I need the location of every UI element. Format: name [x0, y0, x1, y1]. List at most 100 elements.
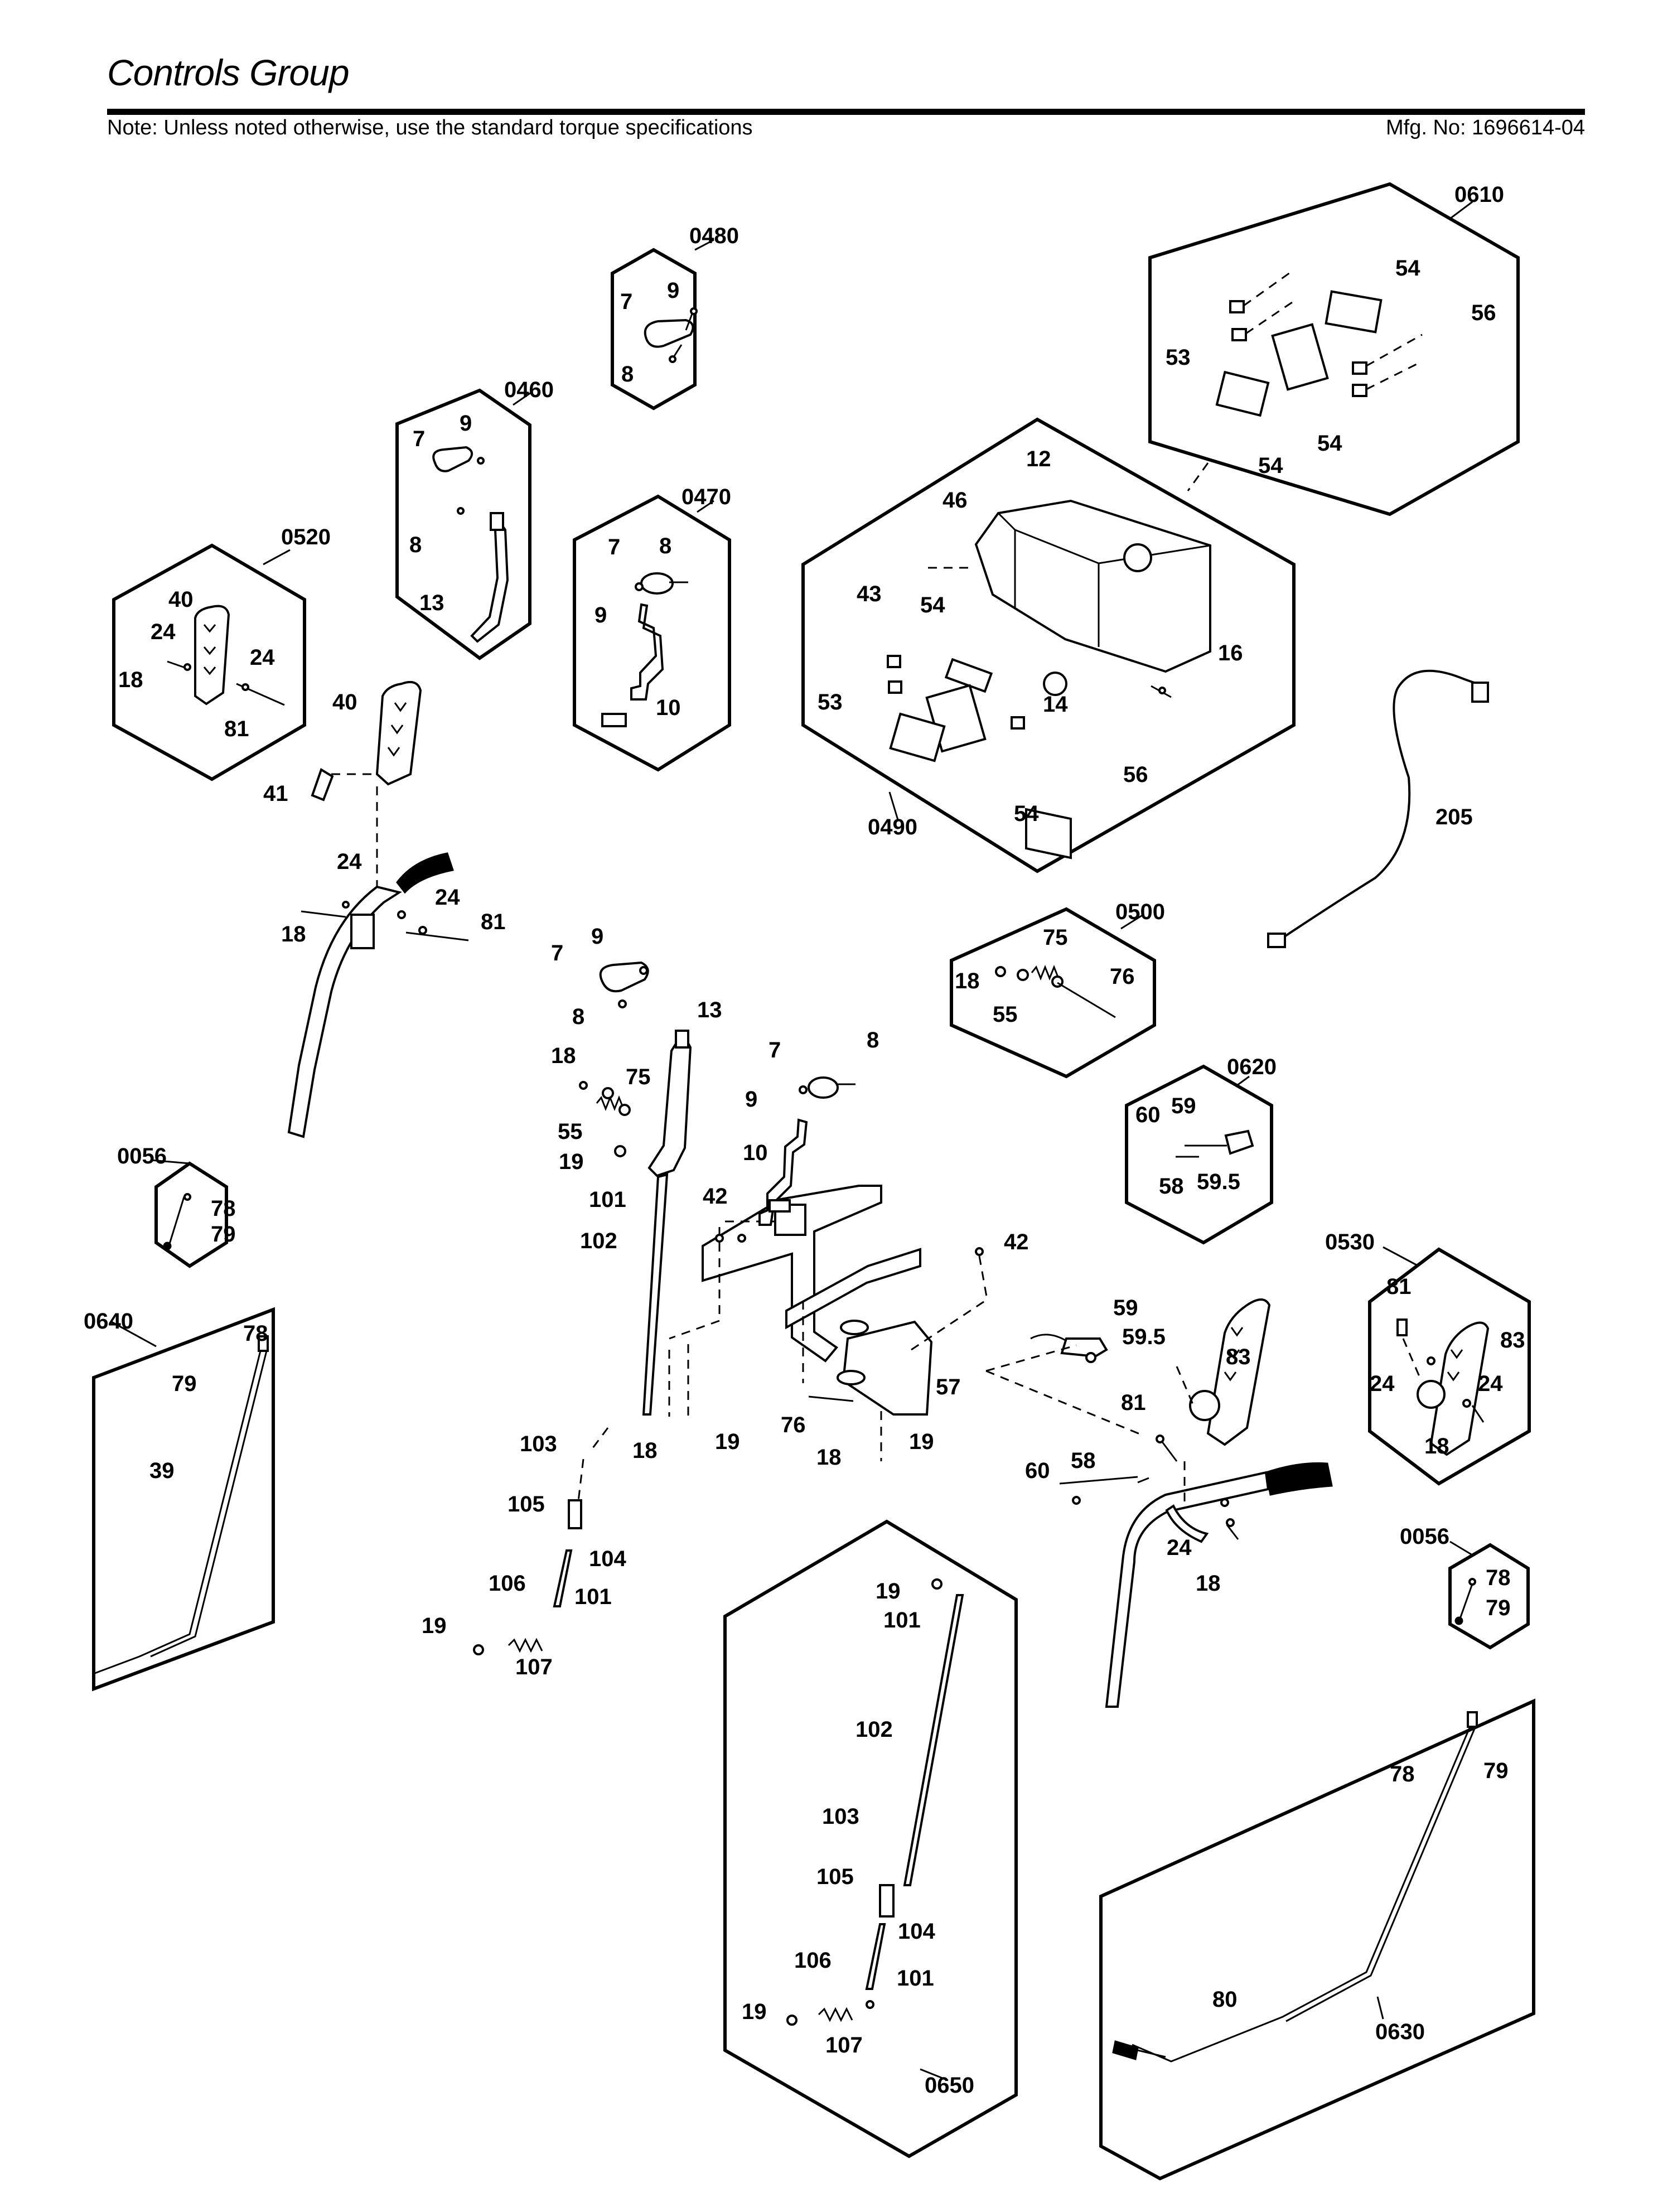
part-label: 56 — [1471, 301, 1496, 325]
group-frame-0490 — [801, 417, 1296, 873]
part-label: 42 — [1004, 1230, 1029, 1254]
part-label: 8 — [572, 1004, 584, 1029]
part-label: 81 — [481, 910, 506, 934]
part-label: 41 — [263, 781, 288, 806]
part-label: 16 — [1218, 641, 1243, 665]
part-label: 9 — [594, 603, 607, 627]
part-label: 19 — [715, 1429, 740, 1454]
part-label: 40 — [332, 690, 357, 714]
part-label: 101 — [883, 1608, 921, 1633]
group-label: 0490 — [868, 815, 917, 839]
part-label: 7 — [620, 289, 632, 314]
part-label: 12 — [1026, 447, 1051, 471]
cable-0640 — [94, 1335, 269, 1674]
group-frame-0460 — [395, 388, 531, 660]
part-label: 59 — [1113, 1296, 1138, 1320]
cable-clip-0056-right — [1454, 1578, 1476, 1625]
group-frame-0520 — [112, 543, 306, 781]
part-label: 54 — [1395, 256, 1420, 281]
part-label: 59 — [1171, 1094, 1196, 1118]
group-frame-0610 — [1148, 182, 1520, 516]
group-frame-0620 — [1125, 1064, 1273, 1245]
part-label: 24 — [1167, 1535, 1192, 1560]
part-label: 79 — [172, 1371, 197, 1396]
part-label: 81 — [224, 717, 249, 741]
part-label: 59.5 — [1122, 1325, 1166, 1349]
part-label: 78 — [211, 1196, 236, 1221]
part-label: 14 — [1043, 692, 1068, 717]
page-title: Controls Group — [107, 52, 350, 93]
group-label: 0056 — [1400, 1524, 1449, 1549]
left-shift-lever — [287, 681, 469, 1138]
part-label: 104 — [898, 1919, 935, 1944]
group-frame-0480 — [611, 248, 697, 410]
part-label: 24 — [337, 849, 362, 874]
part-label: 103 — [520, 1432, 557, 1456]
part-label: 18 — [1424, 1434, 1449, 1458]
part-label: 7 — [413, 427, 425, 451]
part-label: 13 — [419, 591, 444, 615]
part-label: 78 — [1486, 1566, 1511, 1590]
part-label: 102 — [856, 1717, 893, 1742]
part-label: 83 — [1500, 1328, 1525, 1353]
part-label: 24 — [250, 645, 275, 670]
part-label: 10 — [656, 696, 681, 720]
part-label: 7 — [608, 535, 620, 559]
group-leaders — [111, 201, 1473, 2081]
part-label: 54 — [920, 593, 945, 617]
part-label: 102 — [580, 1229, 617, 1253]
console-parts-0610 — [1187, 269, 1423, 491]
part-label: 8 — [621, 362, 634, 387]
group-label: 0500 — [1115, 900, 1165, 924]
part-label: 106 — [489, 1571, 526, 1596]
part-label: 19 — [559, 1150, 584, 1174]
part-label: 18 — [551, 1044, 576, 1068]
group-label: 0056 — [117, 1144, 167, 1168]
lever-assembly-0460 — [432, 446, 509, 643]
right-shift-lever — [985, 1298, 1333, 1708]
part-label: 46 — [942, 488, 968, 513]
part-label: 60 — [1135, 1103, 1161, 1127]
part-label: 39 — [149, 1458, 175, 1483]
part-label: 78 — [243, 1321, 268, 1346]
part-label: 81 — [1386, 1274, 1412, 1299]
part-label: 42 — [703, 1184, 728, 1209]
part-label: 9 — [745, 1087, 757, 1112]
part-label: 58 — [1071, 1448, 1096, 1473]
group-frame-0056-left — [154, 1161, 228, 1268]
part-label: 19 — [422, 1614, 447, 1638]
part-label: 105 — [816, 1865, 854, 1889]
group-label: 0530 — [1325, 1230, 1375, 1254]
center-knob-assembly — [715, 1076, 984, 1256]
part-label: 76 — [781, 1413, 806, 1437]
part-label: 79 — [211, 1222, 236, 1247]
part-label: 7 — [551, 941, 563, 965]
part-label: 103 — [822, 1804, 859, 1829]
group-label: 0460 — [504, 378, 554, 402]
part-label: 43 — [857, 582, 882, 606]
cable-0630 — [1112, 1711, 1478, 2063]
part-label: 83 — [1226, 1345, 1251, 1369]
group-labels: 0480046004700520061004900500062005300056… — [84, 182, 1504, 2098]
part-label: 76 — [1110, 964, 1135, 989]
torque-note: Note: Unless noted otherwise, use the st… — [107, 116, 753, 139]
part-label: 57 — [936, 1375, 961, 1399]
knob-assembly-0480 — [644, 307, 698, 363]
cable-205-end-top — [1471, 682, 1489, 703]
part-label: 60 — [1025, 1458, 1050, 1483]
group-label: 0650 — [925, 2073, 974, 2098]
part-label: 79 — [1486, 1596, 1511, 1620]
cable-205 — [1279, 669, 1485, 940]
part-label: 8 — [659, 534, 671, 558]
part-label: 54 — [1317, 431, 1342, 456]
part-label: 107 — [825, 2033, 863, 2058]
title-rule — [107, 109, 1585, 115]
part-label: 8 — [409, 533, 422, 557]
part-label: 101 — [897, 1966, 934, 1991]
part-label: 9 — [591, 924, 603, 949]
part-label: 7 — [768, 1038, 781, 1062]
group-label: 0620 — [1227, 1055, 1277, 1079]
group-label: 0470 — [682, 485, 731, 509]
